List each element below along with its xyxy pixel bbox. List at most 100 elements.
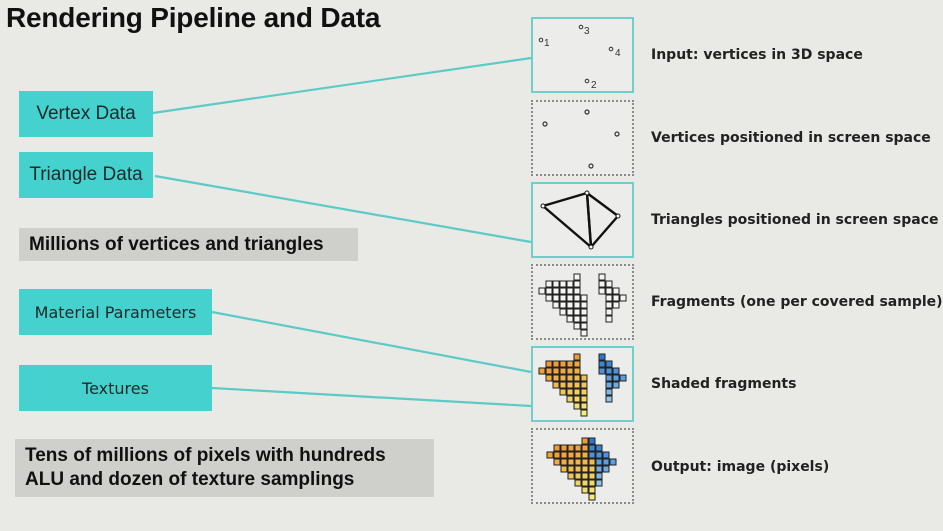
connector-vertex-data: [152, 56, 532, 115]
fragment-cell: [566, 308, 574, 316]
output-pixel: [588, 444, 596, 452]
vertex-data-box: Vertex Data: [19, 91, 153, 137]
material-parameters-box: Material Parameters: [19, 289, 212, 335]
fragment-cell: [552, 301, 560, 309]
stage-fragments-frame: [531, 264, 634, 340]
output-pixel: [546, 451, 554, 459]
output-pixel: [588, 479, 596, 487]
fragment-cell: [552, 287, 560, 295]
output-pixel: [574, 479, 582, 487]
shaded-fragment-cell: [580, 374, 588, 382]
fragment-cell: [580, 294, 588, 302]
output-pixel: [553, 444, 561, 452]
output-pixel: [574, 444, 582, 452]
input-vertices-graphic: 1 3 4 2: [538, 24, 621, 91]
output-pixel: [581, 486, 589, 494]
geometry-scale-note: Millions of vertices and triangles: [19, 228, 358, 261]
shaded-fragment-cell: [580, 402, 588, 410]
shaded-fragment-cell: [580, 395, 588, 403]
fragment-cell: [580, 301, 588, 309]
output-pixel: [581, 458, 589, 466]
output-pixel: [574, 451, 582, 459]
output-pixel: [567, 451, 575, 459]
textures-box: Textures: [19, 365, 212, 411]
output-pixel: [595, 465, 603, 473]
output-pixel: [553, 451, 561, 459]
shaded-fragment-cell: [605, 395, 613, 403]
vertex-point-2: [584, 78, 590, 84]
pixel-scale-text-line1: Tens of millions of pixels with hundreds: [25, 445, 386, 466]
shaded-fragment-cell: [580, 409, 588, 417]
geometry-scale-text: Millions of vertices and triangles: [29, 233, 324, 255]
output-pixel: [560, 444, 568, 452]
vertex-point-1: [538, 37, 544, 43]
stage-label-fragments: Fragments (one per covered sample): [651, 294, 943, 310]
output-pixel: [602, 465, 610, 473]
shaded-fragment-cell: [612, 367, 620, 375]
output-pixel: [581, 472, 589, 480]
output-pixel: [588, 465, 596, 473]
fragment-cell: [612, 287, 620, 295]
connector-triangle-data: [154, 174, 532, 244]
fragment-cell: [580, 322, 588, 330]
fragment-cell: [538, 287, 546, 295]
shaded-fragment-cell: [605, 381, 613, 389]
fragment-cell: [573, 315, 581, 323]
output-pixel: [581, 465, 589, 473]
shaded-fragment-cell: [566, 381, 574, 389]
pixel-scale-text-line2: ALU and dozen of texture samplings: [25, 469, 355, 490]
fragment-cell: [559, 280, 567, 288]
shaded-fragment-cell: [612, 381, 620, 389]
stage-triangles-frame: [531, 182, 634, 258]
fragments-graphic: [538, 273, 627, 337]
output-pixel: [609, 458, 617, 466]
fragment-cell: [545, 287, 553, 295]
vertex-point-4: [608, 46, 614, 52]
shaded-fragment-cell: [605, 367, 613, 375]
output-pixel: [574, 465, 582, 473]
output-pixel: [595, 472, 603, 480]
vertex-number-4: 4: [615, 48, 621, 59]
shaded-fragment-cell: [573, 353, 581, 361]
shaded-fragment-cell: [598, 360, 606, 368]
stage-screen-vertices-frame: [531, 100, 634, 176]
shaded-fragment-cell: [612, 374, 620, 382]
output-pixel: [595, 479, 603, 487]
shaded-fragment-cell: [559, 360, 567, 368]
stage-label-screen-vertices: Vertices positioned in screen space: [651, 130, 931, 146]
output-pixel: [581, 479, 589, 487]
fragment-cell: [612, 301, 620, 309]
fragment-cell: [605, 280, 613, 288]
shaded-fragment-cell: [552, 381, 560, 389]
vertex-point-3: [578, 24, 584, 30]
triangle-vertex-2: [588, 244, 594, 250]
shaded-fragment-cell: [580, 388, 588, 396]
output-pixel: [574, 458, 582, 466]
output-pixel: [595, 444, 603, 452]
fragment-cell: [566, 280, 574, 288]
stage-shaded-fragments-frame: [531, 346, 634, 422]
vertex-number-3: 3: [584, 26, 590, 37]
output-pixel: [588, 472, 596, 480]
screen-vertex-1: [542, 121, 548, 127]
output-pixel: [581, 451, 589, 459]
fragment-cell: [598, 287, 606, 295]
triangle-1: [541, 191, 593, 249]
stage-label-triangles: Triangles positioned in screen space: [651, 212, 939, 228]
fragment-cell: [566, 294, 574, 302]
triangle-2: [585, 191, 620, 249]
shaded-fragment-cell: [605, 374, 613, 382]
output-pixel: [595, 451, 603, 459]
fragment-cell: [605, 308, 613, 316]
shaded-fragment-cell: [573, 381, 581, 389]
shaded-fragment-cell: [573, 388, 581, 396]
screen-vertices-graphic: [542, 109, 620, 169]
shaded-fragment-cell: [605, 388, 613, 396]
connector-material-parameters: [211, 310, 532, 374]
shaded-fragment-cell: [566, 388, 574, 396]
shaded-fragment-cell: [598, 353, 606, 361]
shaded-fragment-cell: [566, 360, 574, 368]
fragment-cell: [573, 322, 581, 330]
output-pixel: [574, 472, 582, 480]
stage-label-output-image: Output: image (pixels): [651, 459, 830, 475]
